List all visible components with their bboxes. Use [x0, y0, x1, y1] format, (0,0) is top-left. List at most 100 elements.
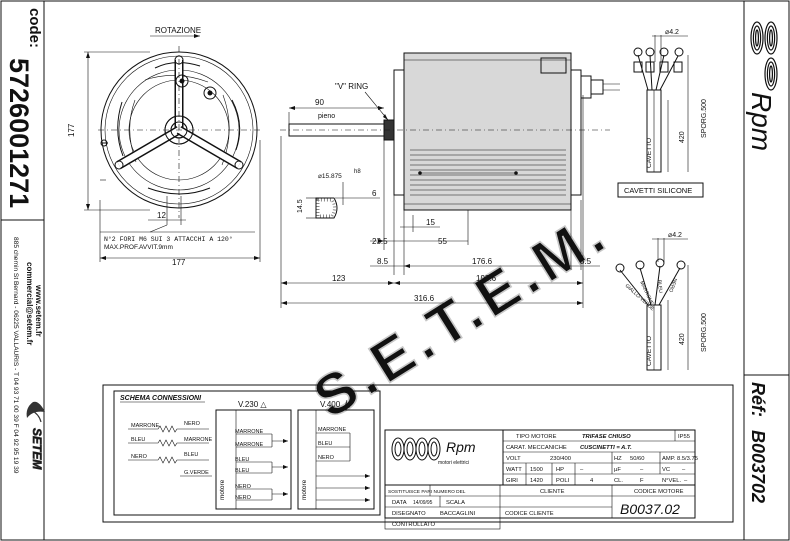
codice-motore-value: B0037.02 [620, 501, 680, 517]
cavetto-top: CAVETTO [646, 138, 653, 168]
uf-value: – [640, 467, 644, 473]
title-brand-sub: motori elettrici [438, 460, 469, 466]
cable-top-diameter: ⌀4.2 [665, 29, 679, 36]
dim-193-6: 193.6 [476, 274, 497, 283]
title-brand: Rpm [446, 439, 476, 455]
tipo-motore-value: TRIFASE CHIUSO [582, 434, 631, 440]
title-rpm-logo [391, 437, 441, 461]
title-block: Rpm motori elettrici TIPO MOTORE TRIFASE… [384, 429, 698, 528]
website[interactable]: www.setem.fr [34, 284, 43, 337]
scala-label: SCALA [446, 500, 465, 506]
ref-value: B003702 [748, 430, 768, 503]
rw-bleu: BLEU [184, 452, 198, 458]
cl-label: CL. [614, 478, 623, 484]
cable-bottom: ⌀4.2 GIALLO-VERDE MARRONE BLEU NERO CAVE… [615, 232, 708, 371]
v230-w0: MARRONE [235, 429, 263, 435]
cliente-label: CLIENTE [540, 489, 565, 495]
cl-value: F [640, 478, 644, 484]
v230-label: V.230 △ [238, 400, 267, 409]
hz-value: 50/60 [630, 456, 645, 462]
v400-w1: BLEU [318, 441, 332, 447]
code-label: code: [26, 8, 43, 48]
giri-value: 1420 [530, 478, 543, 484]
cable-bottom-diameter: ⌀4.2 [668, 232, 682, 239]
data-label: DATA [392, 500, 407, 506]
sporg-bottom: SPORG.500 [701, 313, 708, 352]
v230-w5: NERO [235, 495, 252, 501]
ip-rating: IP55 [678, 434, 690, 440]
v230-w4: NERO [235, 484, 252, 490]
cable-top: ⌀4.2 CAVETTO 420 SPORG.500 [633, 29, 708, 173]
rw-nero: NERO [184, 421, 201, 427]
side-view: "V" RING 90 pieno ⌀15.875 h8 14.5 6 15 2… [280, 52, 620, 308]
dim-123: 123 [332, 274, 346, 283]
motore-230: motore [219, 479, 226, 500]
amp-label: AMP. [662, 456, 676, 462]
cavetti-box [617, 182, 704, 198]
address: 885 chemin St Bernard - 06225 VALLAURIS … [12, 237, 19, 474]
hp-value: – [580, 467, 584, 473]
dim-14-5: 14.5 [297, 199, 304, 213]
watt-value: 1500 [530, 467, 543, 473]
depth-note: MAX.PROF.AVVIT.9mm [104, 244, 173, 251]
len-420-top: 420 [679, 131, 686, 143]
v400-w2: NERO [318, 455, 335, 461]
dim-12: 12 [157, 211, 166, 220]
hp-label: HP [556, 467, 564, 473]
shaft-tolerance: h8 [354, 169, 361, 175]
dim-23-5: 23.5 [372, 237, 388, 246]
v230-w3: BLEU [235, 468, 249, 474]
giri-label: GIRI [506, 478, 518, 484]
wire-label-nero: NERO [667, 277, 678, 293]
rotation-label: ROTAZIONE [155, 26, 201, 35]
dim-15: 15 [426, 218, 435, 227]
disegnato-value: BACCAGLINI [440, 511, 476, 517]
vc-value: – [682, 467, 686, 473]
codice-cliente-label: CODICE CLIENTE [505, 511, 554, 517]
data-value: 14/09/95 [413, 500, 433, 506]
controllato-label: CONTROLLATO [392, 522, 435, 528]
len-420-bottom: 420 [679, 333, 686, 345]
rpm-logo [750, 21, 778, 91]
rw-marrone: MARRONE [184, 437, 212, 443]
volt-label: VOLT [506, 456, 521, 462]
carat-value: CUSCINETTI = A.T. [580, 445, 632, 451]
disegnato-label: DISEGNATO [392, 511, 426, 517]
wvel-label: N°VEL. [662, 478, 681, 484]
uf-label: µF [614, 467, 621, 473]
dim-90: 90 [315, 98, 324, 107]
wire-label-bleu: BLEU [656, 280, 663, 294]
email[interactable]: commercial@setem.fr [25, 262, 34, 345]
poli-label: POLI [556, 478, 570, 484]
front-width-dim: 177 [172, 258, 186, 267]
front-view: ROTAZIONE [67, 26, 262, 267]
v230-w2: BLEU [235, 457, 249, 463]
lw-nero: NERO [131, 454, 148, 460]
code-value: 5726001271 [4, 58, 34, 208]
lw-marrone: MARRONE [131, 423, 159, 429]
watermark: S.E.T.E.M. [302, 199, 620, 431]
cavetto-bottom: CAVETTO [646, 336, 653, 366]
sporg-top: SPORG.500 [701, 99, 708, 138]
shaft-diameter: ⌀15.875 [318, 173, 342, 180]
v400-w0: MARRONE [318, 427, 346, 433]
motor-body [403, 52, 572, 211]
ref-label: Réf: [748, 382, 768, 417]
setem-logo: SETEM [26, 401, 45, 471]
dim-176-6: 176.6 [472, 257, 493, 266]
gverde-label: G.VERDE [184, 470, 209, 476]
dim-55: 55 [438, 237, 447, 246]
v230-w1: MARRONE [235, 442, 263, 448]
dim-8-5-left: 8.5 [377, 257, 389, 266]
connection-schema: SCHEMA CONNESSIONI MARRONE BLEU NERO NER… [102, 384, 734, 523]
volt-value: 230/400 [550, 456, 571, 462]
schema-title: SCHEMA CONNESSIONI [120, 395, 202, 402]
motore-400: motore [301, 479, 308, 500]
wvel-value: – [684, 478, 688, 484]
front-height-dim: 177 [67, 123, 76, 137]
watt-label: WATT [506, 467, 522, 473]
cavetti-label: CAVETTI SILICONE [624, 186, 692, 195]
sostituisce-label: SOSTITUISCE PARI NUMERO DEL [388, 489, 466, 495]
